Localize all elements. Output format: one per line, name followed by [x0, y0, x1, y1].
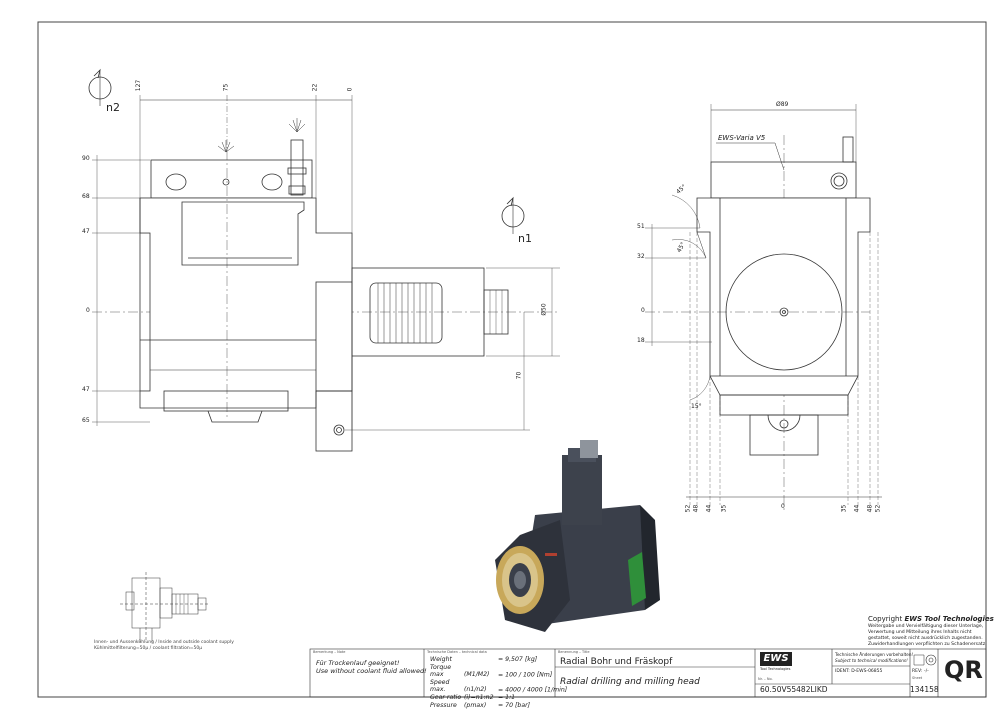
rev-label: REV: — [912, 669, 923, 674]
name-label: Benennung – Title — [558, 650, 590, 654]
drawing-number: 134158 — [910, 685, 939, 694]
left-dim-68: 68 — [82, 193, 90, 200]
left-dim-65: 65 — [82, 417, 90, 424]
right-dim-18: 18 — [637, 337, 645, 344]
tech-row: Gear ratio(i)=n1:n2= 1:1 — [430, 693, 516, 701]
ews-logo-text: EWS — [763, 653, 789, 664]
remark-label: Bemerkung – Note — [313, 650, 346, 654]
bottom-dim-4: 35 — [720, 504, 728, 513]
right-front-view — [645, 104, 882, 510]
rotation-label-n1: n1 — [518, 232, 532, 245]
copyright-line-3: gestattet, soweit nicht ausdrücklich zug… — [868, 636, 983, 641]
copyright-line-4: Zuwiderhandlungen verpflichten zu Schade… — [868, 642, 987, 647]
tech-data-table: Weight= 9,507 [kg] Torque max(M1/M2)= 10… — [430, 656, 567, 709]
copyright-line-2: Verwertung und Mitteilung ihres Inhalts … — [868, 630, 972, 635]
left-dim-47-top: 47 — [82, 228, 90, 235]
ews-varia-callout: EWS-Varia V5 — [718, 134, 766, 142]
rotation-symbol-n1 — [501, 196, 525, 234]
left-top-dim-1: 127 — [135, 79, 143, 92]
changes-english: Subject to technical modifications! — [835, 658, 908, 663]
rotation-symbol-n2 — [88, 68, 112, 106]
product-3d-illustration — [495, 440, 660, 632]
left-side-view — [88, 68, 560, 452]
right-dim-0: 0 — [641, 307, 645, 314]
title-english: Radial drilling and milling head — [560, 677, 700, 687]
copyright-prefix: Copyright — [868, 615, 903, 623]
left-top-dim-4: 0 — [346, 87, 354, 92]
coolant-note-line1: Innen- und Aussenkühlung / Inside and ou… — [94, 640, 234, 645]
tech-row: Weight= 9,507 [kg] — [430, 656, 538, 663]
bottom-dim-1: 52 — [684, 504, 692, 513]
dim-70: 70 — [515, 371, 523, 380]
ews-logo-sub: Tool Technologies — [760, 667, 791, 671]
copyright-block: Copyright EWS Tool Technologies — [868, 615, 994, 623]
changes-german: Technische Änderungen vorbehalten! — [835, 652, 914, 657]
bottom-dim-7: 44 — [853, 504, 861, 513]
copyright-brand: EWS Tool Technologies — [904, 615, 994, 623]
left-dim-47-bottom: 47 — [82, 386, 90, 393]
part-number: 60.50V55482LIKD — [760, 685, 828, 694]
bottom-dim-2: 48 — [692, 504, 700, 513]
diameter-50-dim: Ø50 — [540, 303, 548, 316]
left-top-dim-2: 75 — [222, 83, 230, 92]
right-dim-51: 51 — [637, 223, 645, 230]
bottom-dim-8: 48 — [866, 504, 874, 513]
title-block-grid — [309, 648, 987, 698]
title-german: Radial Bohr und Fräskopf — [560, 657, 673, 667]
remark-english: Use without coolant fluid allowed! — [316, 667, 427, 675]
bottom-dim-3: 44 — [705, 504, 713, 513]
left-dim-0: 0 — [86, 307, 90, 314]
coolant-note-line2: Kühlmittelfilterung=50µ / coolant filtra… — [94, 646, 203, 651]
left-top-dim-3: 22 — [311, 83, 319, 92]
ident-number: IDENT: D-EWS-06855 — [835, 669, 883, 674]
tech-row: Speed max.(n1/n2)= 4000 / 4000 [1/min] — [430, 678, 568, 694]
right-dim-32: 32 — [637, 253, 645, 260]
drawing-number-label: Sheet — [912, 676, 923, 680]
copyright-line-1: Weitergabe und Vervielfältigung dieser U… — [868, 624, 984, 629]
bottom-dim-9: 52 — [874, 504, 882, 513]
qr-label: QR — [944, 656, 983, 684]
tech-row: Pressure(pmax)= 70 [bar] — [430, 701, 531, 709]
tech-row: Torque max(M1/M2)= 100 / 100 [Nm] — [430, 663, 553, 679]
coolant-schematic — [120, 572, 210, 642]
left-dim-90: 90 — [82, 155, 90, 162]
remark-german: Für Trockenlauf geeignet! — [316, 659, 400, 667]
rotation-label-n2: n2 — [106, 101, 120, 114]
rev-value: -/- — [924, 669, 929, 674]
part-number-label: Nr. – No. — [758, 677, 773, 681]
diameter-89-dim: Ø89 — [776, 101, 789, 108]
ews-logo: EWS — [760, 652, 792, 666]
bottom-dim-6: 35 — [840, 504, 848, 513]
tech-data-label: Technische Daten – technical data — [427, 650, 487, 654]
bottom-dim-5: 0 — [781, 503, 785, 510]
angle-15: 15° — [691, 403, 702, 410]
